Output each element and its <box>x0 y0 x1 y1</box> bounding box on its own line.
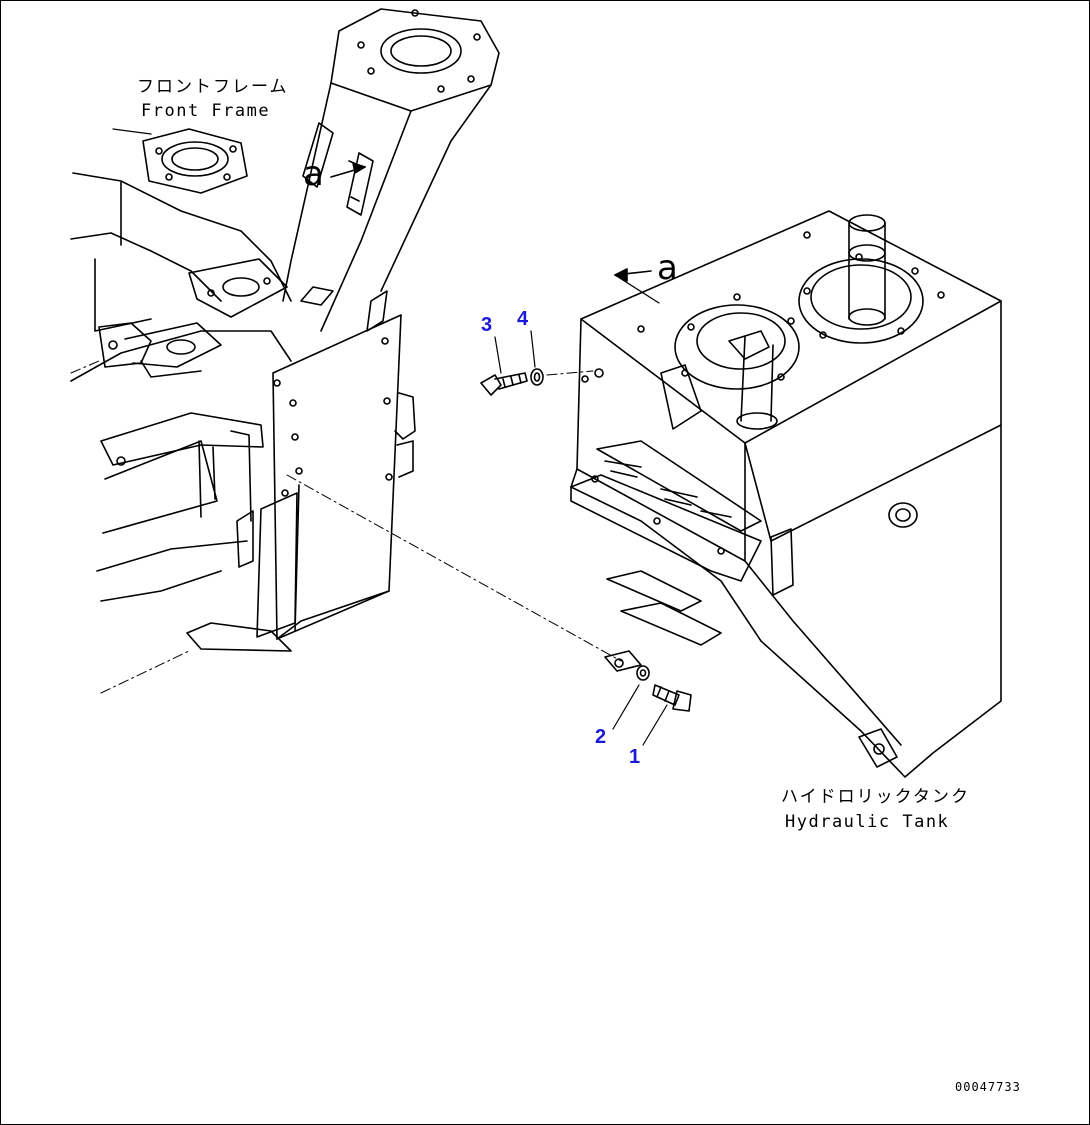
front-frame-label-jp: フロントフレーム <box>137 77 289 97</box>
view-arrows <box>330 162 660 304</box>
callout-part-2[interactable]: 2 <box>595 726 607 748</box>
callout-part-3[interactable]: 3 <box>481 314 493 336</box>
hydraulic-tank-drawing <box>570 210 1002 778</box>
view-a-label-left: a <box>303 154 324 194</box>
callout-part-4[interactable]: 4 <box>517 308 529 330</box>
hydraulic-tank-label-en: Hydraulic Tank <box>785 812 950 832</box>
drawing-code: 00047733 <box>955 1080 1021 1094</box>
fastener-parts <box>286 330 692 746</box>
front-frame-drawing <box>70 8 500 694</box>
view-a-label-right: a <box>657 248 678 288</box>
hydraulic-tank-label-jp: ハイドロリックタンク <box>781 787 970 807</box>
callout-part-1[interactable]: 1 <box>629 746 641 768</box>
front-frame-label-en: Front Frame <box>141 101 271 121</box>
